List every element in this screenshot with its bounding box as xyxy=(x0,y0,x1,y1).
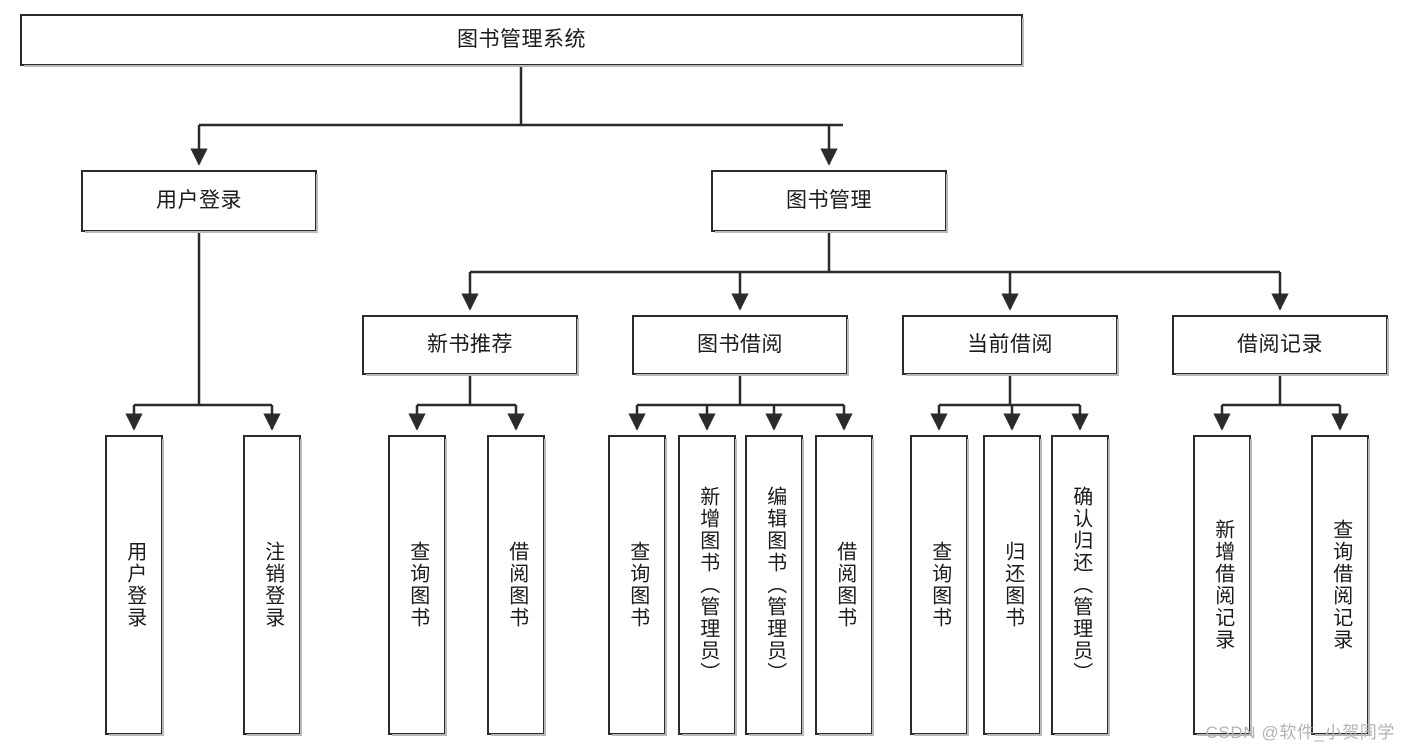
node-book-borrow[interactable]: 图书借阅 xyxy=(632,315,849,376)
node-label: 新增图书（管理员） xyxy=(696,486,719,684)
node-leaf-query-book-current[interactable]: 查询图书 xyxy=(910,435,969,736)
node-leaf-query-book-borrow[interactable]: 查询图书 xyxy=(608,435,667,736)
node-label: 查询图书 xyxy=(406,541,429,629)
node-label: 新增借阅记录 xyxy=(1211,519,1234,651)
node-leaf-user-login[interactable]: 用户登录 xyxy=(105,435,164,736)
node-label: 查询图书 xyxy=(928,541,951,629)
node-label: 图书管理 xyxy=(786,188,872,212)
node-label: 确认归还（管理员） xyxy=(1069,486,1092,684)
node-label: 用户登录 xyxy=(123,541,146,629)
node-label: 图书管理系统 xyxy=(457,27,586,51)
node-leaf-return-book[interactable]: 归还图书 xyxy=(983,435,1042,736)
node-label: 借阅记录 xyxy=(1237,332,1323,356)
node-label: 借阅图书 xyxy=(505,541,528,629)
node-leaf-query-borrow-record[interactable]: 查询借阅记录 xyxy=(1311,435,1370,736)
node-label: 当前借阅 xyxy=(967,332,1053,356)
node-leaf-borrow-book[interactable]: 借阅图书 xyxy=(815,435,874,736)
node-book-manage[interactable]: 图书管理 xyxy=(711,170,948,233)
node-user-login[interactable]: 用户登录 xyxy=(81,170,318,233)
node-label: 注销登录 xyxy=(261,541,284,629)
node-leaf-query-book-recommend[interactable]: 查询图书 xyxy=(388,435,447,736)
node-leaf-confirm-return-admin[interactable]: 确认归还（管理员） xyxy=(1051,435,1110,736)
node-leaf-edit-book-admin[interactable]: 编辑图书（管理员） xyxy=(745,435,804,736)
node-label: 图书借阅 xyxy=(697,332,783,356)
node-current-borrow[interactable]: 当前借阅 xyxy=(902,315,1119,376)
node-leaf-add-book-admin[interactable]: 新增图书（管理员） xyxy=(678,435,737,736)
node-label: 编辑图书（管理员） xyxy=(763,486,786,684)
node-label: 查询借阅记录 xyxy=(1329,519,1352,651)
node-leaf-add-borrow-record[interactable]: 新增借阅记录 xyxy=(1193,435,1252,736)
node-label: 查询图书 xyxy=(626,541,649,629)
node-leaf-borrow-book-recommend[interactable]: 借阅图书 xyxy=(487,435,546,736)
node-label: 借阅图书 xyxy=(833,541,856,629)
csdn-watermark: CSDN @软件_小贺同学 xyxy=(1205,723,1395,742)
node-root-system[interactable]: 图书管理系统 xyxy=(20,14,1024,67)
node-borrow-record[interactable]: 借阅记录 xyxy=(1172,315,1389,376)
node-label: 归还图书 xyxy=(1001,541,1024,629)
node-label: 用户登录 xyxy=(156,188,242,212)
node-new-book-recommend[interactable]: 新书推荐 xyxy=(362,315,579,376)
node-leaf-user-logout[interactable]: 注销登录 xyxy=(243,435,302,736)
node-label: 新书推荐 xyxy=(427,332,513,356)
